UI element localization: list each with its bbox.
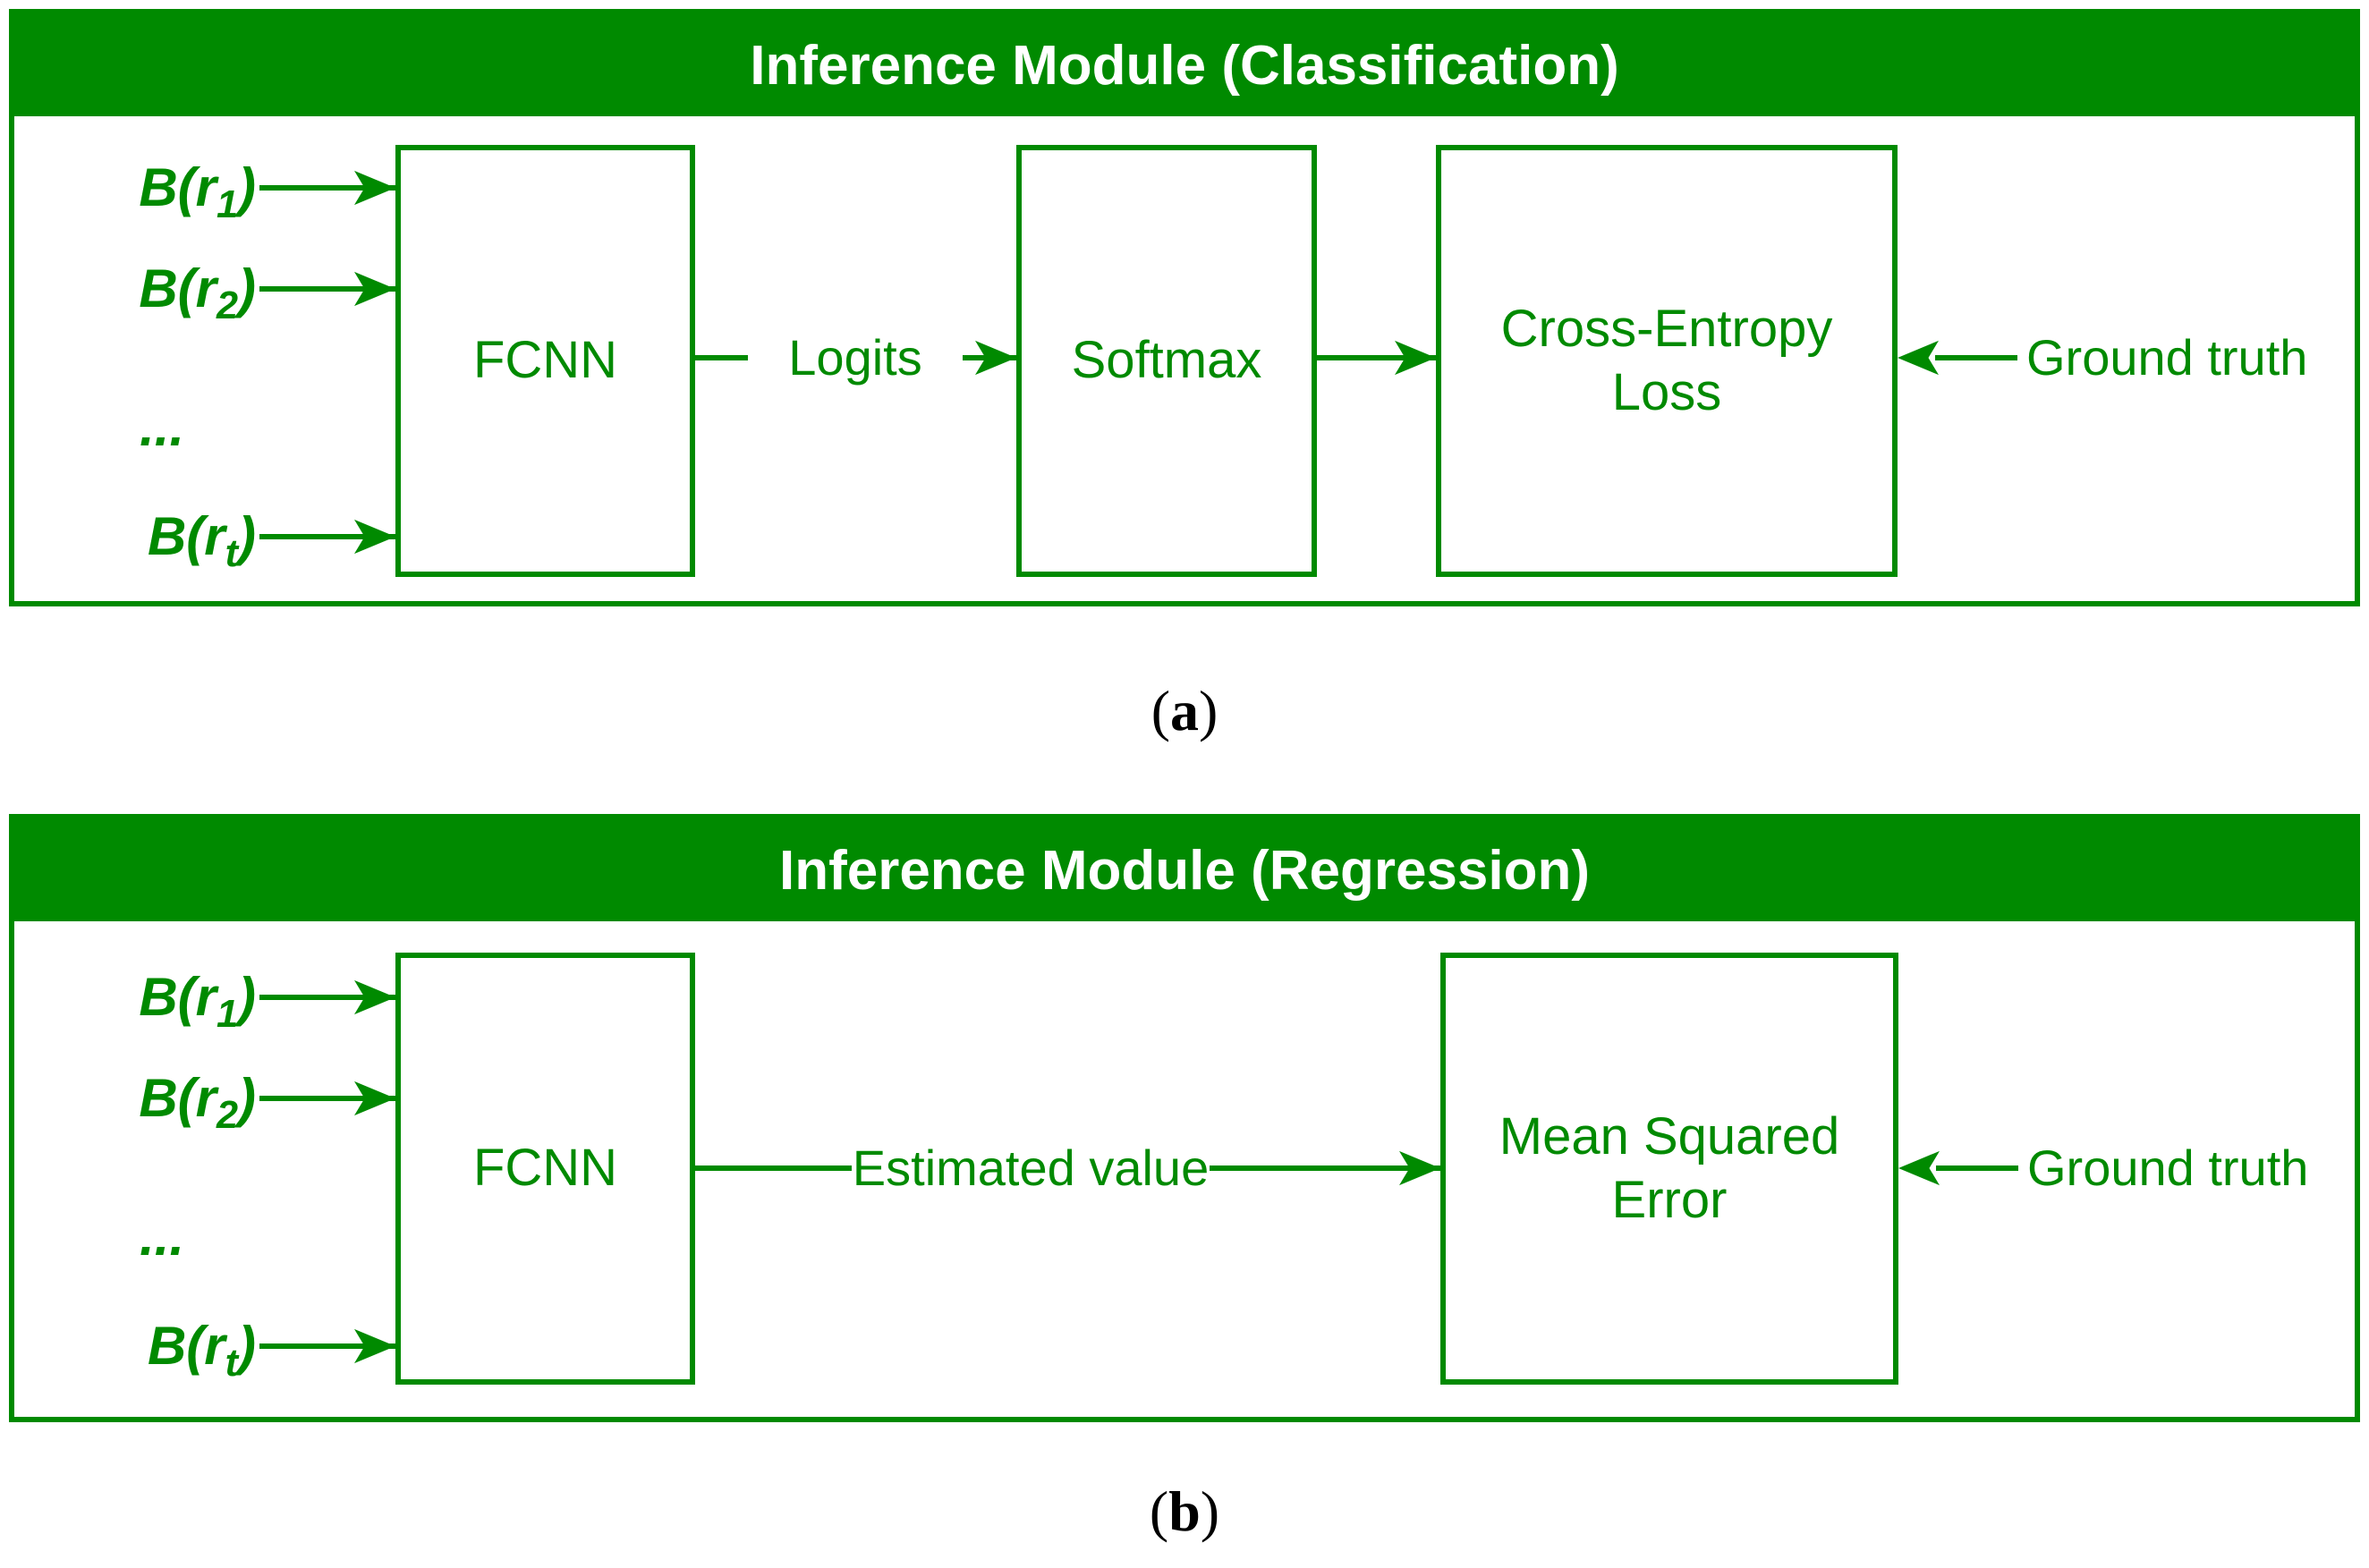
- connector-line: [259, 185, 395, 191]
- softmax-label: Softmax: [1071, 331, 1262, 390]
- connector-line: [259, 995, 395, 1000]
- input-label-b-rt: B(rt): [68, 501, 256, 575]
- input-label-text: ): [238, 506, 256, 566]
- fcnn-label: FCNN: [472, 1139, 618, 1198]
- cross-entropy-loss-label: Cross-Entropy Loss: [1501, 298, 1833, 425]
- fcnn-box: FCNN: [395, 953, 695, 1385]
- fcnn-box: FCNN: [395, 145, 695, 577]
- mse-label-line2: Error: [1611, 1170, 1728, 1229]
- connector-line: [259, 1343, 395, 1349]
- input-subscript: t: [225, 531, 239, 575]
- input-subscript: 1: [216, 182, 239, 226]
- caption-a: (a): [0, 666, 2369, 756]
- input-label-text: ): [238, 1316, 256, 1376]
- connector-line: [1936, 1165, 2018, 1171]
- loss-label-line1: Cross-Entropy: [1500, 299, 1833, 358]
- arrow-left-icon: [1898, 340, 1939, 376]
- module-b-header: Inference Module (Regression): [14, 819, 2355, 921]
- input-label-b-rt: B(rt): [68, 1310, 256, 1385]
- arrow-right-icon: [354, 519, 395, 555]
- caption-letter: b: [1168, 1479, 1201, 1543]
- input-subscript: t: [225, 1341, 239, 1385]
- input-label-b-r1: B(r1): [68, 152, 256, 226]
- input-label-text: ): [238, 259, 256, 318]
- arrow-right-icon: [354, 170, 395, 206]
- input-ellipsis: ...: [139, 397, 184, 457]
- connector-line: [259, 1096, 395, 1101]
- arrow-right-icon: [1399, 1150, 1440, 1186]
- ground-truth-label: Ground truth: [2026, 329, 2308, 386]
- input-label-text: B(r: [139, 259, 217, 318]
- caption-letter: a: [1170, 679, 1199, 742]
- module-a-header: Inference Module (Classification): [14, 14, 2355, 116]
- connector-line: [259, 286, 395, 292]
- loss-label-line2: Loss: [1611, 362, 1722, 421]
- module-b-title: Inference Module (Regression): [778, 839, 1591, 902]
- input-label-b-r2: B(r2): [68, 253, 256, 327]
- input-subscript: 2: [216, 1093, 239, 1137]
- caption-paren: (: [1149, 1479, 1169, 1543]
- input-label-text: ): [238, 967, 256, 1027]
- caption-paren: (: [1151, 679, 1170, 742]
- cross-entropy-loss-box: Cross-Entropy Loss: [1436, 145, 1898, 577]
- mse-label-line1: Mean Squared: [1499, 1106, 1840, 1165]
- input-subscript: 1: [216, 992, 239, 1036]
- input-label-text: B(r: [139, 157, 217, 217]
- arrow-right-icon: [354, 1081, 395, 1116]
- module-a-title: Inference Module (Classification): [750, 34, 1619, 97]
- caption-b: (b): [0, 1467, 2369, 1556]
- input-label-b-r1: B(r1): [68, 962, 256, 1036]
- connector-line: [1935, 355, 2017, 360]
- arrow-right-icon: [354, 271, 395, 307]
- input-label-text: ): [238, 1068, 256, 1128]
- connector-line: [259, 534, 395, 539]
- input-label-text: B(r: [139, 967, 217, 1027]
- input-ellipsis: ...: [139, 1207, 184, 1267]
- input-label-text: ): [238, 157, 256, 217]
- ground-truth-label: Ground truth: [2027, 1140, 2309, 1196]
- caption-paren: ): [1199, 679, 1218, 742]
- mse-label: Mean Squared Error: [1499, 1106, 1839, 1233]
- logits-label: Logits: [748, 322, 963, 394]
- input-subscript: 2: [216, 284, 239, 327]
- softmax-box: Softmax: [1016, 145, 1317, 577]
- module-classification: Inference Module (Classification) B(r1) …: [9, 9, 2360, 606]
- arrow-right-icon: [354, 1328, 395, 1364]
- mean-squared-error-box: Mean Squared Error: [1440, 953, 1898, 1385]
- estimated-value-label: Estimated value: [852, 1132, 1210, 1204]
- input-label-text: B(r: [147, 506, 225, 566]
- connector-line: [1317, 355, 1436, 360]
- input-label-text: B(r: [139, 1068, 217, 1128]
- input-label-b-r2: B(r2): [68, 1063, 256, 1137]
- arrow-left-icon: [1898, 1150, 1940, 1186]
- module-regression: Inference Module (Regression) B(r1) B(r2…: [9, 814, 2360, 1422]
- input-label-text: B(r: [147, 1316, 225, 1376]
- fcnn-label: FCNN: [472, 331, 618, 390]
- caption-paren: ): [1200, 1479, 1220, 1543]
- arrow-right-icon: [975, 340, 1016, 376]
- arrow-right-icon: [354, 979, 395, 1015]
- arrow-right-icon: [1395, 340, 1436, 376]
